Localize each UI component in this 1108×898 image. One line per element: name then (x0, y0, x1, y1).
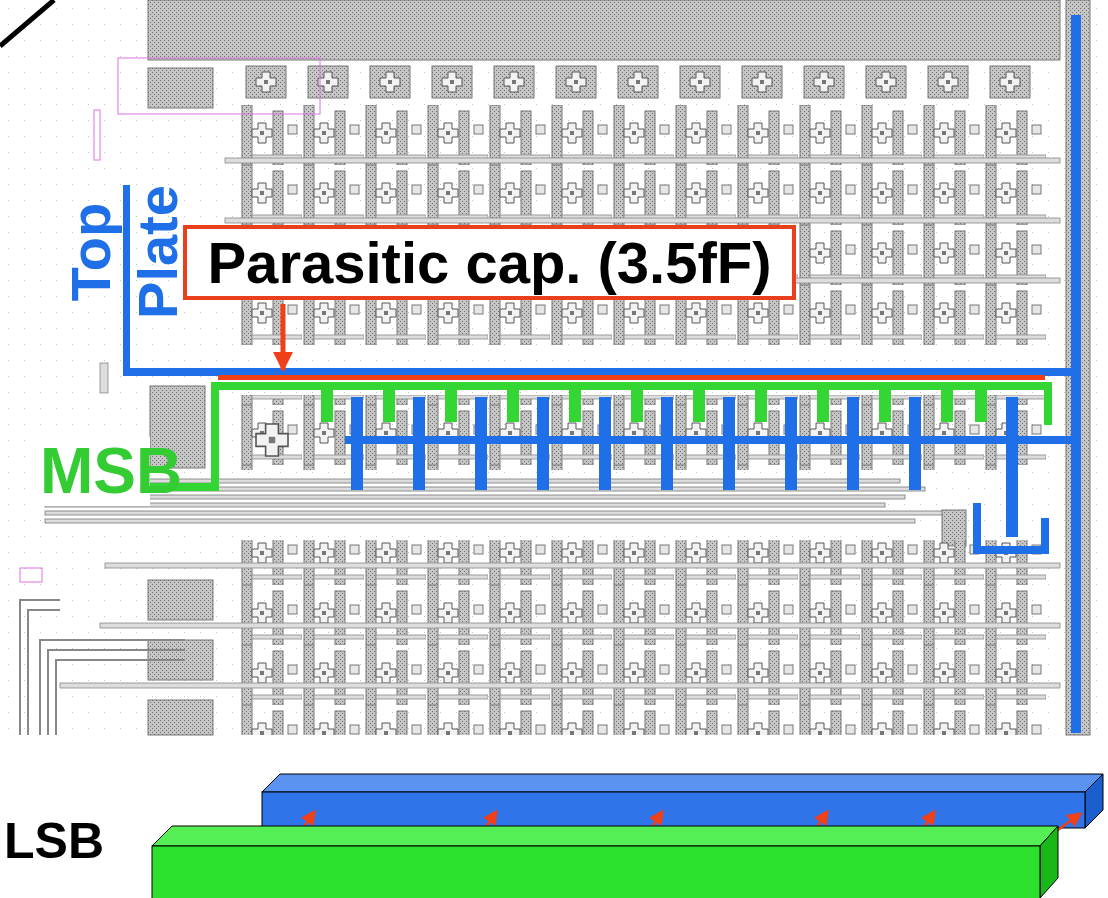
marker-outline (20, 568, 42, 582)
msb-tooth (507, 386, 519, 422)
top-plate-wire (123, 368, 1077, 376)
capacitor-fingers (240, 540, 1046, 735)
metal-line (225, 158, 1060, 163)
via-stub (100, 363, 108, 393)
msb-tooth (693, 386, 705, 422)
metal-line (100, 623, 1060, 628)
msb-tooth (321, 386, 333, 422)
bus-line (45, 479, 900, 483)
msb-tooth (879, 386, 891, 422)
metal-line (105, 563, 1060, 568)
comb-tooth (599, 397, 611, 490)
right-rail (1066, 0, 1090, 735)
msb-tooth (975, 386, 987, 422)
marker-outline (94, 110, 100, 160)
comb-tooth (661, 397, 673, 490)
net-label: MSB (40, 437, 150, 506)
comb-tooth (351, 397, 363, 490)
comb-tooth (413, 397, 425, 490)
comb-tooth (1006, 397, 1018, 537)
comb-tooth (475, 397, 487, 490)
top-plate-wire-3d (262, 792, 1085, 828)
msb-tooth (569, 386, 581, 422)
msb-wire (40, 386, 1048, 487)
wire-top-face (152, 826, 1058, 846)
callout-box: Parasitic cap. (3.5fF) (183, 225, 796, 300)
layout-cells (0, 0, 1090, 735)
top-plate-wiring (123, 15, 1081, 733)
net-label: Top Plate (57, 177, 191, 327)
pad-cell (148, 68, 213, 108)
msb-tooth (817, 386, 829, 422)
bit-label: LSB (4, 816, 104, 866)
msb-wiring (40, 386, 1048, 487)
pad-cell (150, 386, 205, 468)
metal-line (225, 218, 1060, 223)
edge-stroke (0, 0, 54, 46)
msb-tooth (941, 386, 953, 422)
msb-wire-3d (152, 846, 1040, 898)
msb-tooth (445, 386, 457, 422)
wire-side-face (1085, 774, 1103, 828)
comb-tooth (785, 397, 797, 490)
wire-top-face (262, 774, 1103, 792)
comb-tooth (723, 397, 735, 490)
bus-line (45, 511, 945, 515)
leader-arrow (281, 304, 286, 370)
grid-background (0, 0, 1108, 740)
contact-row (240, 62, 1046, 102)
comb-tooth (537, 397, 549, 490)
msb-tooth (383, 386, 395, 422)
pad-cell (148, 580, 213, 620)
comb-tooth (909, 397, 921, 490)
metal-line (60, 683, 1060, 688)
top-plate-comb (345, 436, 1075, 444)
marker-outline (118, 58, 320, 114)
msb-tooth (755, 386, 767, 422)
parallel-wire-sketch (152, 774, 1103, 898)
wire-side-face (1040, 826, 1058, 898)
comb-tooth (847, 397, 859, 490)
bus-line (45, 519, 915, 523)
routing-wires (20, 600, 185, 735)
msb-tooth (631, 386, 643, 422)
parasitic-highlight (218, 375, 1045, 380)
bus-line (45, 495, 905, 499)
top-plate-hook (977, 503, 1045, 550)
bus-line (45, 503, 885, 507)
top-bus (148, 0, 1060, 60)
callout-text: Parasitic cap. (3.5fF) (207, 229, 771, 296)
pad-cell (148, 700, 213, 735)
